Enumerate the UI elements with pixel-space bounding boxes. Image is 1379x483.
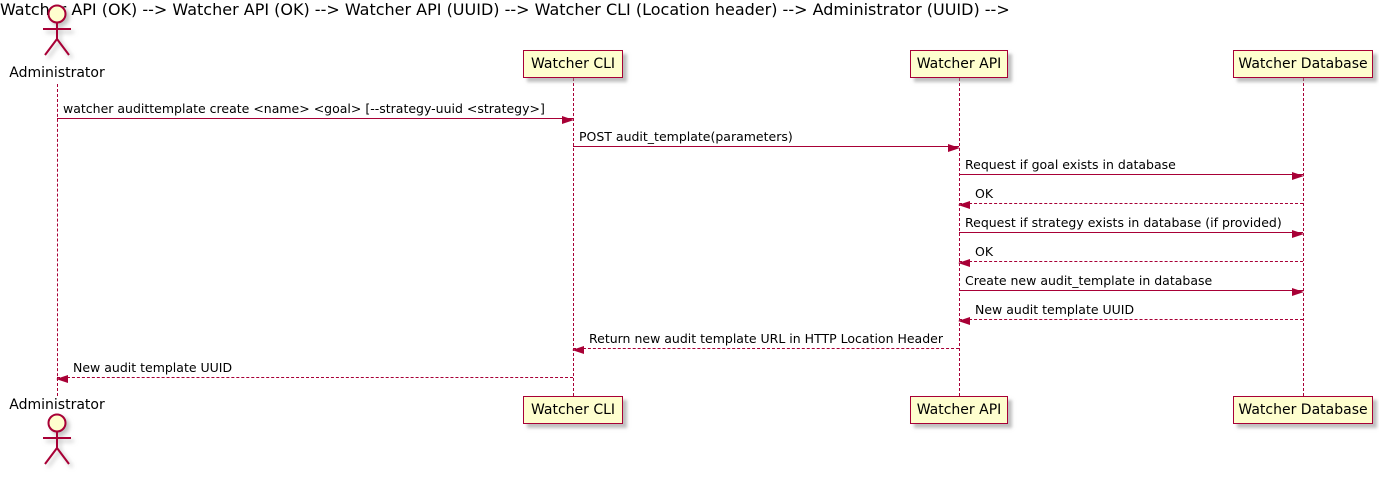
message-label: Request if strategy exists in database (… — [965, 215, 1282, 230]
message-request-strategy-exists: Request if strategy exists in database (… — [959, 215, 1304, 238]
message-label: Request if goal exists in database — [965, 157, 1176, 172]
participant-watcher-database-top: Watcher Database — [1233, 50, 1373, 78]
participant-watcher-api-bottom: Watcher API — [910, 396, 1008, 424]
participant-watcher-database-bottom: Watcher Database — [1233, 396, 1373, 424]
message-ok-strategy: OK — [958, 244, 1303, 267]
message-request-goal-exists: Request if goal exists in database — [959, 157, 1304, 180]
message-label: OK — [975, 186, 994, 201]
message-label: New audit template UUID — [975, 302, 1135, 317]
message-create-audittemplate: watcher audittemplate create <name> <goa… — [57, 101, 574, 124]
arrowhead-icon — [56, 375, 68, 383]
arrowhead-icon — [958, 259, 970, 267]
message-ok-goal: OK — [958, 186, 1303, 209]
arrowhead-icon — [958, 201, 970, 209]
message-label: Return new audit template URL in HTTP Lo… — [589, 331, 943, 346]
message-line — [573, 146, 959, 147]
message-post-audit-template: POST audit_template(parameters) — [573, 129, 960, 152]
arrowhead-icon — [1292, 230, 1304, 238]
message-line — [959, 290, 1303, 291]
message-new-uuid-admin: New audit template UUID — [56, 360, 573, 383]
message-label: POST audit_template(parameters) — [579, 129, 793, 144]
message-line — [959, 174, 1303, 175]
message-label: OK — [975, 244, 994, 259]
actor-icon — [43, 4, 71, 56]
lifeline-watcher-cli — [573, 78, 574, 396]
message-line — [57, 377, 573, 378]
message-return-url: Return new audit template URL in HTTP Lo… — [572, 331, 959, 354]
message-new-uuid-db: New audit template UUID — [958, 302, 1303, 325]
arrowhead-icon — [948, 144, 960, 152]
message-label: New audit template UUID — [73, 360, 233, 375]
arrowhead-icon — [1292, 288, 1304, 296]
arrowhead-icon — [958, 317, 970, 325]
lifeline-watcher-api — [959, 78, 960, 396]
arrowhead-icon — [562, 116, 574, 124]
message-line — [573, 348, 959, 349]
message-line — [959, 261, 1303, 262]
arrowhead-icon — [572, 346, 584, 354]
participant-watcher-cli-bottom: Watcher CLI — [523, 396, 623, 424]
message-line — [57, 118, 573, 119]
actor-label-bottom: Administrator — [9, 397, 105, 413]
message-line — [959, 319, 1303, 320]
participant-watcher-cli-top: Watcher CLI — [523, 50, 623, 78]
actor-icon — [43, 413, 71, 465]
message-label: Create new audit_template in database — [965, 273, 1213, 288]
message-label: watcher audittemplate create <name> <goa… — [63, 101, 545, 116]
message-create-audit-template-db: Create new audit_template in database — [959, 273, 1304, 296]
message-line — [959, 232, 1303, 233]
lifeline-administrator — [57, 84, 58, 396]
message-line — [959, 203, 1303, 204]
participant-watcher-api-top: Watcher API — [910, 50, 1008, 78]
actor-label-top: Administrator — [9, 65, 105, 81]
arrowhead-icon — [1292, 172, 1304, 180]
